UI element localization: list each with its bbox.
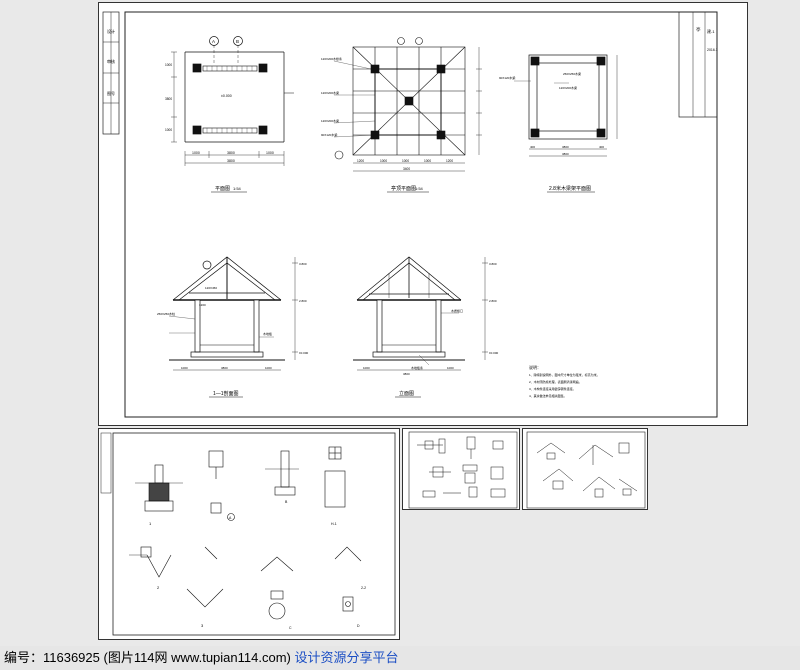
elevation-label: 木质檐口 xyxy=(451,308,463,313)
detail-label: A xyxy=(229,516,232,520)
notes-heading: 说明： xyxy=(529,364,541,370)
roof-detail-sheet xyxy=(522,428,648,510)
title-block-number: 建-1 xyxy=(707,28,715,34)
roof-frame-label: 90X120木梁 xyxy=(321,132,337,137)
title-block-name: 亭 xyxy=(696,26,701,32)
section-elev: 3.800 xyxy=(299,262,307,266)
elevation-dim: 3800 xyxy=(403,372,410,376)
ceiling-dim: 3800 xyxy=(562,145,569,149)
elevation-dim: 1000 xyxy=(447,366,454,370)
plan-title: 平面图 xyxy=(215,186,230,192)
section-label: 1200 xyxy=(199,303,206,307)
detail-drawing-svg: 1 A B H-1 2 3 C D 2-2 xyxy=(100,432,396,636)
roof-frame-dim-total: 3400 xyxy=(403,167,410,171)
plan-axis-label: A xyxy=(212,39,215,44)
roof-frame-label: 120X200木梁 xyxy=(321,90,339,95)
section-label: 木地板 xyxy=(263,331,272,336)
watermark-footer: 编号：11636925 (图片114网 www.tupian114.com) 设… xyxy=(0,646,800,670)
plan-dim-left: 1000 xyxy=(165,128,172,132)
detail-label: 3 xyxy=(201,623,204,628)
section-title: 1—1剖面图 xyxy=(213,390,239,397)
section-elev: ±0.000 xyxy=(299,351,308,355)
section-dim: 3800 xyxy=(221,366,228,370)
footer-id-text: 编号：11636925 (图片114网 www.tupian114.com) xyxy=(4,650,291,665)
footer-text: 编号：11636925 (图片114网 www.tupian114.com) 设… xyxy=(4,646,399,670)
section-label: 250X250木柱 xyxy=(157,311,175,316)
roof-frame-plan xyxy=(333,37,482,172)
plan-dim-left: 3800 xyxy=(165,97,172,101)
ceiling-beam-plan xyxy=(514,54,618,157)
footer-brand-text: 设计资源分享平台 xyxy=(294,650,399,665)
strip-label: 图号 xyxy=(107,90,115,96)
elevation-elev: 3.800 xyxy=(489,262,497,266)
elevation-label: 木地板条 xyxy=(411,365,423,370)
detail-label: 2 xyxy=(157,585,160,590)
roof-frame-scale: 1:54 xyxy=(415,186,424,191)
ceiling-dim: 400 xyxy=(599,145,604,149)
strip-label: 审核 xyxy=(107,58,115,64)
section-elev: 2.800 xyxy=(299,299,307,303)
ceiling-dim-total: 3800 xyxy=(562,152,569,156)
detail-label: H-1 xyxy=(331,522,337,526)
roof-frame-label: 120X200木梁 xyxy=(321,118,339,123)
elevation-elev: 2.800 xyxy=(489,299,497,303)
plan-axis-label: B xyxy=(236,39,239,44)
detail-drawing-sheet: 1 A B H-1 2 3 C D 2-2 xyxy=(98,428,400,640)
connection-detail-sheet xyxy=(402,428,520,510)
plan-dim-left: 1000 xyxy=(165,63,172,67)
section-view xyxy=(168,256,298,371)
notes-line: 3、木构件连接采用镀锌钢件连接。 xyxy=(529,386,576,391)
section-dim: 1000 xyxy=(265,366,272,370)
plan-dim: 3800 xyxy=(227,151,235,155)
ceiling-label: 120X200木梁 xyxy=(559,85,577,90)
plan-dim: 1000 xyxy=(266,151,274,155)
notes-line: 1、除特别说明外，图中尺寸单位为毫米，标高为米。 xyxy=(529,372,600,377)
plan-dim: 1000 xyxy=(192,151,200,155)
roof-frame-label: 120X200木檩条 xyxy=(321,56,342,61)
detail-label: 1 xyxy=(149,521,152,526)
detail-label: 2-2 xyxy=(361,586,366,590)
plan-dim-total: 3800 xyxy=(227,159,235,163)
detail-label: B xyxy=(285,500,288,504)
plan-scale: 1:54 xyxy=(233,186,242,191)
roof-frame-dim: 1200 xyxy=(357,159,364,163)
roof-frame-dim: 1000 xyxy=(380,159,387,163)
detail-label: D xyxy=(357,624,360,628)
section-dim: 1000 xyxy=(181,366,188,370)
section-label: 120X450 xyxy=(205,286,217,290)
ceiling-title: 2.8米木梁架平面图 xyxy=(549,185,591,192)
ceiling-label: 250X250木梁 xyxy=(563,71,581,76)
roof-detail-svg xyxy=(526,431,646,509)
title-block-date: 2016.1 xyxy=(707,48,718,52)
roof-frame-title: 亭顶平面图 xyxy=(391,185,416,192)
ceiling-label: 90X120木梁 xyxy=(499,75,515,80)
main-drawing-svg: 设计 审核 图号 亭 建-1 2016.1 xyxy=(102,11,718,418)
notes-line: 4、其余做法参见相关图集。 xyxy=(529,393,567,398)
plan-view xyxy=(171,36,294,166)
connection-detail-svg xyxy=(408,431,518,509)
elevation-view xyxy=(353,256,488,371)
elevation-dim: 1000 xyxy=(363,366,370,370)
roof-frame-dim: 1000 xyxy=(424,159,431,163)
elevation-title: 立面图 xyxy=(399,390,414,397)
roof-frame-dim: 1200 xyxy=(446,159,453,163)
strip-label: 设计 xyxy=(107,28,115,34)
ceiling-dim: 400 xyxy=(530,145,535,149)
plan-elevation-mark: ±0.000 xyxy=(221,94,232,98)
notes-line: 2、木材须防腐处理，表面刷清漆两遍。 xyxy=(529,379,582,384)
main-drawing-sheet: 设计 审核 图号 亭 建-1 2016.1 xyxy=(98,2,748,426)
elevation-elev: ±0.000 xyxy=(489,351,498,355)
roof-frame-dim: 1000 xyxy=(402,159,409,163)
detail-label: C xyxy=(289,626,292,630)
